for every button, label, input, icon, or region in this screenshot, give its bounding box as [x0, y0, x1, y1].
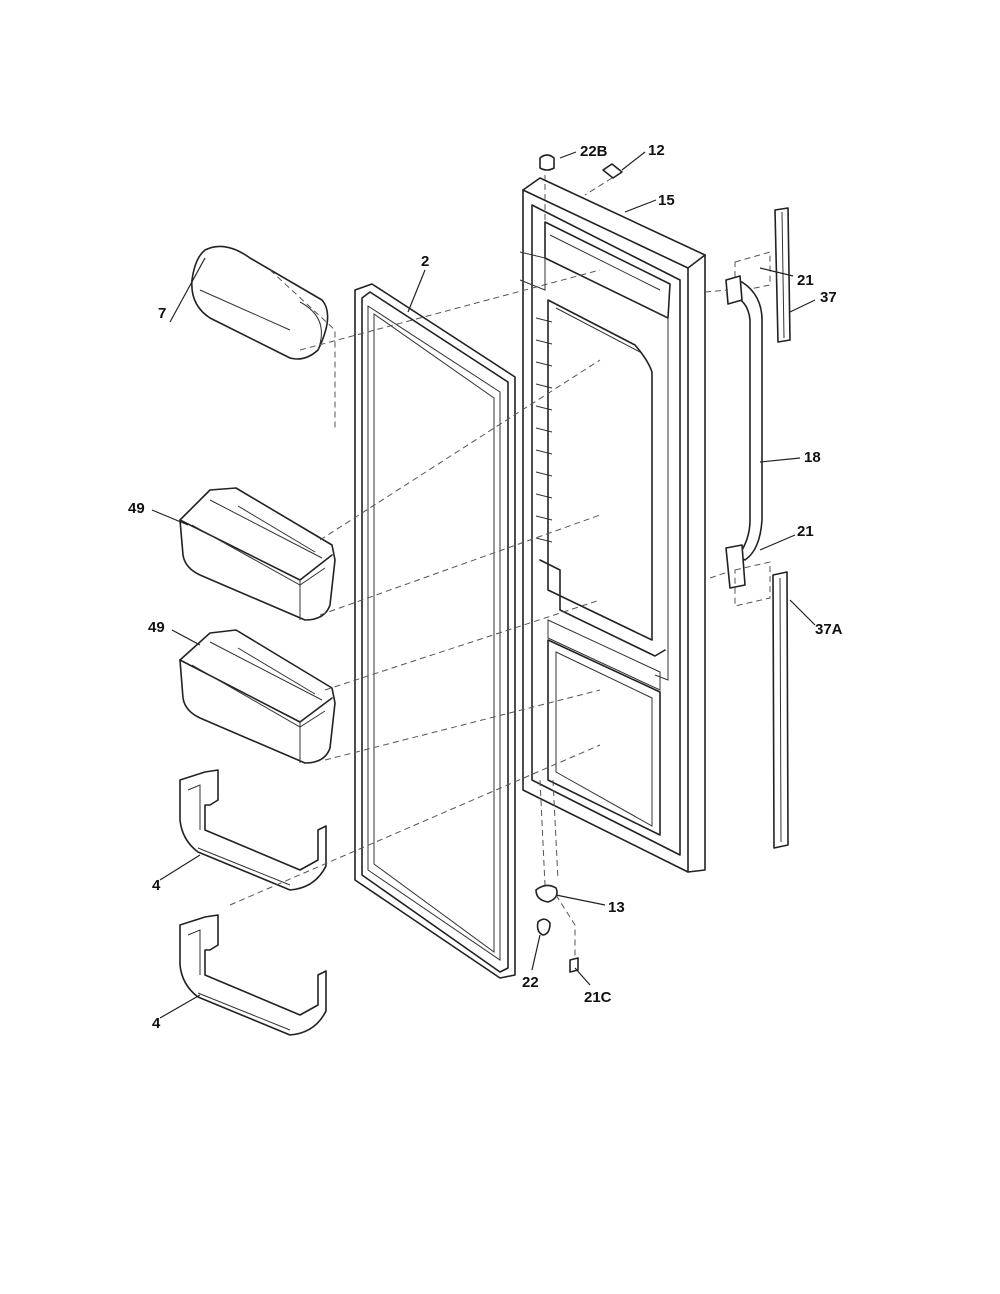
callout-37: 37	[820, 289, 837, 306]
callout-49-bottom: 49	[148, 619, 165, 636]
door-gasket	[354, 283, 516, 979]
door-handle	[704, 275, 763, 589]
callout-13: 13	[608, 899, 625, 916]
door-bin-lower	[179, 629, 336, 764]
callout-4-top: 4	[152, 877, 161, 894]
callout-21-mid: 21	[797, 523, 814, 540]
callout-7: 7	[158, 305, 166, 322]
door-outer-panel	[519, 177, 706, 886]
callout-22: 22	[522, 974, 539, 991]
callout-37a: 37A	[815, 621, 843, 638]
leader-lines	[151, 151, 816, 1019]
handle-trim-bottom	[734, 561, 789, 849]
callout-labels: 22B 12 15 2 7 37 21 18 21 37A 49 49 4 4 …	[128, 142, 843, 1032]
callout-18: 18	[804, 449, 821, 466]
door-bin-upper	[179, 487, 336, 621]
callout-22b: 22B	[580, 143, 608, 160]
callout-12: 12	[648, 142, 665, 159]
door-shelf-upper	[179, 769, 327, 891]
callout-2: 2	[421, 253, 429, 270]
callout-15: 15	[658, 192, 675, 209]
door-shelf-lower	[179, 914, 327, 1036]
callout-49-top: 49	[128, 500, 145, 517]
assembly-lines	[229, 269, 601, 906]
callout-4-bottom: 4	[152, 1015, 161, 1032]
top-parts	[539, 154, 623, 196]
door-shelf-ribs	[535, 317, 553, 543]
callout-21c: 21C	[584, 989, 612, 1006]
dairy-cover	[191, 245, 329, 360]
callout-21-top: 21	[797, 272, 814, 289]
